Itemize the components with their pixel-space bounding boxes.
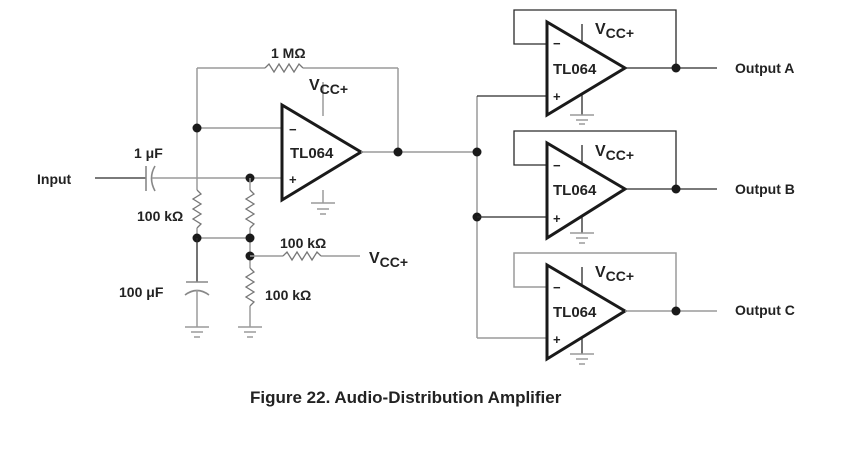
feedback-loop-wire [513,9,677,68]
junction-dot [192,123,202,133]
divider-resistor-bottom-label: 100 kΩ [265,287,311,303]
plus-pin-label: + [553,89,561,104]
minus-pin-label: − [553,158,561,173]
vcc-label: VCC+ [595,264,634,284]
feedback-loop-wire [513,130,677,189]
input-label: Input [37,171,72,187]
junction-dot [393,147,403,157]
vcc-resistor-label: 100 kΩ [280,235,326,251]
plus-pin-label: + [553,211,561,226]
output-a-label: Output A [735,60,794,76]
junction-dot [245,233,255,243]
capacitor-plate-curved [150,165,156,192]
output-c-label: Output C [735,302,795,318]
opamp-buffer-c: − + TL064 VCC+ Output C [513,252,795,365]
opamp-triangle [545,19,628,118]
feedback-loop-wire [513,252,677,311]
feedback-resistor [264,62,304,74]
vcc-label: VCC+ [309,77,348,97]
opamp-u1: − + TL064 VCC+ [280,77,364,215]
output-b-label: Output B [735,181,795,197]
opamp-triangle [545,140,628,241]
input-capacitor [145,165,156,192]
vcc-label: VCC+ [595,143,634,163]
vcc-label: VCC+ [369,250,408,270]
opamp-triangle [545,262,628,362]
ground-icon [311,202,335,215]
vcc-resistor [282,250,322,262]
figure-caption: Figure 22. Audio-Distribution Amplifier [250,388,562,407]
part-label: TL064 [553,304,597,321]
ground-icon [238,326,262,338]
feedback-resistor-label: 1 MΩ [271,45,306,61]
opamp-buffer-b: − + TL064 VCC+ Output B [513,130,795,244]
minus-pin-label: − [553,280,561,295]
plus-pin-label: + [553,332,561,347]
part-label: TL064 [553,61,597,78]
vcc-label: VCC+ [595,21,634,41]
divider-resistor-bottom [244,267,256,307]
part-label: TL064 [553,182,597,199]
junction-dot [671,184,681,194]
bypass-capacitor-label: 100 μF [119,284,164,300]
opamp-triangle [280,102,364,203]
bias-resistor-left [191,189,203,229]
ground-icon [570,353,594,365]
ground-icon [570,114,594,125]
junction-dot [472,147,482,157]
ground-icon [185,326,209,338]
junction-dot [671,63,681,73]
minus-pin-label: − [289,122,297,137]
plus-pin-label: + [289,172,297,187]
divider-resistor-top [244,189,256,229]
junction-dot [671,306,681,316]
minus-pin-label: − [553,36,561,51]
bias-resistor-left-label: 100 kΩ [137,208,183,224]
input-capacitor-label: 1 μF [134,145,163,161]
ground-icon [570,232,594,244]
part-label: TL064 [290,145,334,162]
opamp-buffer-a: − + TL064 VCC+ Output A [513,9,794,125]
